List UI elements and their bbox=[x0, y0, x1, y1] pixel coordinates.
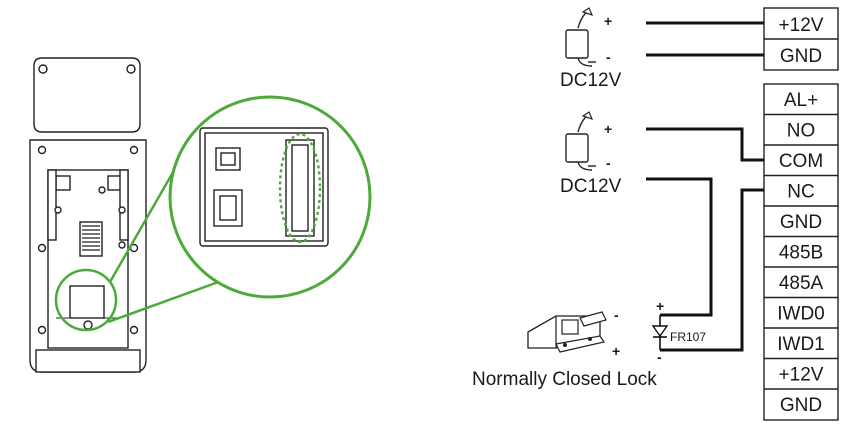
diode-fr107 bbox=[651, 325, 669, 338]
power-supply-mid bbox=[565, 111, 596, 171]
wires bbox=[646, 21, 764, 352]
terminal-label: IWD1 bbox=[777, 334, 825, 355]
lock-plus: + bbox=[612, 343, 620, 359]
power-supply-top bbox=[565, 7, 596, 67]
diode-label: FR107 bbox=[670, 330, 706, 344]
terminal-label: GND bbox=[780, 212, 822, 233]
terminal-block-power: +12V GND bbox=[763, 7, 839, 71]
terminal-label: NO bbox=[787, 121, 816, 142]
lock-minus: - bbox=[614, 307, 619, 323]
power-mid-label: DC12V bbox=[560, 176, 622, 197]
vent-grille bbox=[79, 221, 103, 257]
terminal-label: 485A bbox=[779, 273, 824, 294]
terminal-label: GND bbox=[780, 46, 822, 67]
connector-highlight-circle bbox=[54, 268, 118, 332]
terminal-header-highlight bbox=[278, 132, 322, 244]
terminal-label: GND bbox=[780, 395, 822, 416]
diode-minus: - bbox=[657, 349, 662, 365]
terminal-label: NC bbox=[787, 182, 814, 203]
power-top-minus: - bbox=[606, 49, 611, 65]
device-back-view bbox=[29, 57, 147, 373]
terminal-label: COM bbox=[779, 151, 823, 172]
lock-label: Normally Closed Lock bbox=[472, 369, 657, 390]
power-mid-plus: + bbox=[604, 121, 612, 137]
terminal-label: +12V bbox=[779, 15, 824, 36]
terminal-label: 485B bbox=[779, 243, 823, 264]
terminal-label: +12V bbox=[779, 365, 824, 386]
diode-plus: + bbox=[656, 298, 664, 314]
terminal-block-main: AL+ NO COM NC GND 485B 485A IWD0 IWD1 +1… bbox=[763, 83, 839, 421]
connector-zoom-view bbox=[168, 95, 372, 299]
terminal-label: IWD0 bbox=[777, 304, 825, 325]
lock-icon bbox=[527, 311, 607, 353]
power-top-plus: + bbox=[604, 13, 612, 29]
power-mid-minus: - bbox=[606, 155, 611, 171]
power-top-label: DC12V bbox=[560, 70, 622, 91]
terminal-label: AL+ bbox=[784, 90, 818, 111]
